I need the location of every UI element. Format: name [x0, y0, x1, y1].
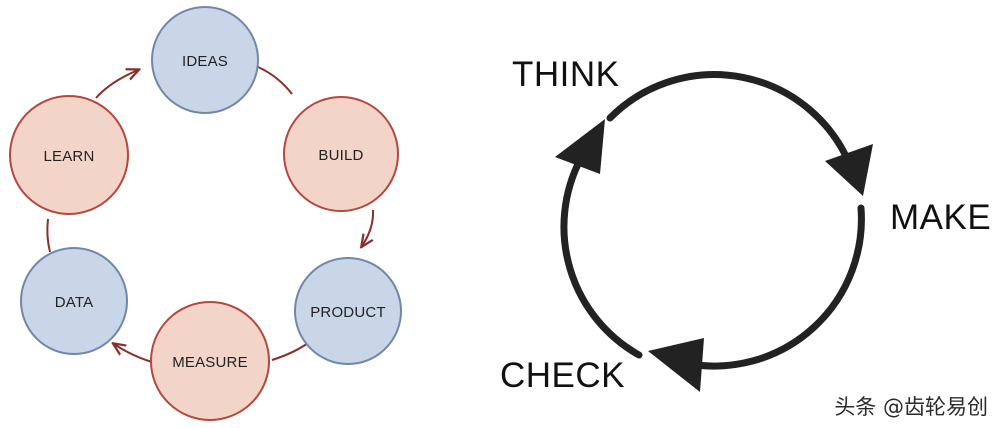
node-build: BUILD — [283, 96, 399, 212]
node-measure-circle — [150, 301, 270, 421]
node-learn-circle — [9, 95, 129, 215]
node-ideas: IDEAS — [151, 6, 259, 114]
watermark: 头条 @齿轮易创 — [834, 395, 988, 419]
node-product: PRODUCT — [294, 257, 402, 365]
node-ideas-label: IDEAS — [182, 53, 228, 70]
lean-cycle-diagram: IDEAS BUILD PRODUCT MEASURE DATA LEARN — [9, 6, 402, 421]
think-make-check-diagram: THINK MAKE CHECK — [500, 55, 991, 395]
arrowhead-to-check-icon — [648, 338, 704, 392]
connector-ideas-build — [257, 66, 293, 95]
node-measure-label: MEASURE — [172, 354, 248, 371]
node-learn: LEARN — [9, 95, 129, 215]
arrowhead-to-think-icon — [555, 119, 605, 174]
connector-build-product — [362, 209, 375, 246]
node-ideas-circle — [151, 6, 259, 114]
node-build-circle — [283, 96, 399, 212]
node-learn-label: LEARN — [43, 148, 94, 165]
connector-measure-data — [114, 344, 153, 363]
node-data-circle — [20, 247, 128, 355]
node-measure: MEASURE — [150, 301, 270, 421]
label-make: MAKE — [890, 198, 991, 237]
node-product-label: PRODUCT — [310, 304, 386, 321]
label-check: CHECK — [500, 356, 625, 395]
label-think: THINK — [512, 55, 620, 94]
connector-product-measure — [271, 342, 309, 361]
arc-check-to-think — [560, 156, 643, 359]
connector-data-learn — [46, 218, 51, 253]
node-product-circle — [294, 257, 402, 365]
connector-learn-ideas — [95, 70, 138, 99]
arrowhead-to-make-icon — [825, 144, 873, 196]
node-data-label: DATA — [55, 294, 94, 311]
arc-make-to-check — [686, 204, 865, 370]
node-build-label: BUILD — [318, 147, 363, 164]
node-data: DATA — [20, 247, 128, 355]
arc-think-to-make — [606, 71, 854, 169]
